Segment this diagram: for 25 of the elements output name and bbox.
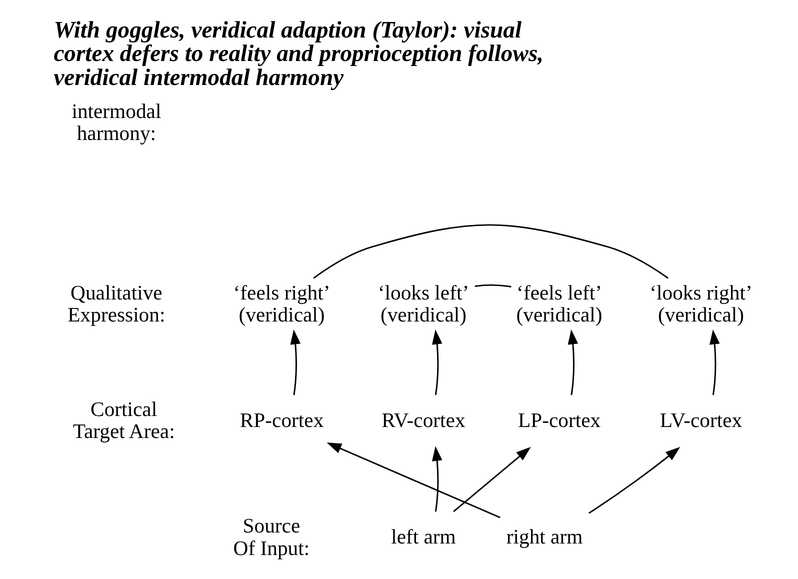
- arrow: [432, 446, 442, 512]
- node-text: ‘feels left’ (veridical): [516, 282, 602, 327]
- label: Cortical Target Area:: [72, 399, 174, 444]
- node-text: ‘feels right’ (veridical): [232, 282, 330, 327]
- node-text: left arm: [390, 526, 456, 549]
- diagram-title: With goggles, veridical adaption (Taylor): visual cortex defers to reality and proprioception follows, veridical intermodal harmony: [53, 18, 544, 91]
- arrow: [290, 329, 300, 396]
- arrow: [326, 442, 500, 518]
- label: Qualitative Expression:: [67, 282, 165, 327]
- connector: [474, 284, 511, 288]
- arrow: [452, 446, 530, 512]
- node-text: RP-cortex: [239, 410, 324, 432]
- arrow: [709, 329, 720, 396]
- arrow: [567, 329, 578, 396]
- arrow: [588, 446, 680, 514]
- node-text: right arm: [506, 526, 582, 549]
- label: intermodal harmony:: [71, 100, 161, 145]
- connector: [312, 224, 668, 279]
- label: Source Of Input:: [232, 516, 310, 560]
- node-text: LV-cortex: [659, 410, 742, 432]
- node-text: RV-cortex: [381, 410, 465, 432]
- arrow: [432, 329, 442, 396]
- node-text: ‘looks left’ (veridical): [377, 282, 469, 327]
- node-text: LP-cortex: [517, 410, 600, 432]
- node-text: ‘looks right’ (veridical): [649, 282, 752, 327]
